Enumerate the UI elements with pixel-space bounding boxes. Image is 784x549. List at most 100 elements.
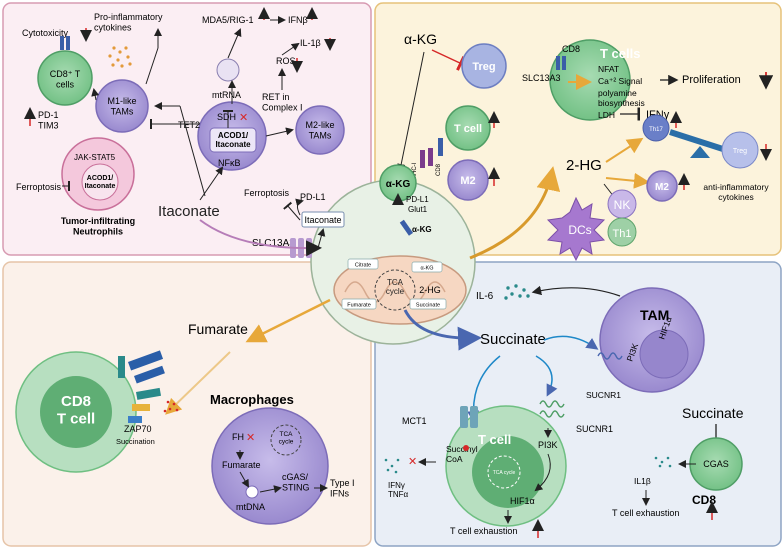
il6-label: IL-6 [476,291,494,302]
glut1-label: Glut1 [408,205,428,214]
t-cell-title: T cell [478,432,511,447]
macrophages-title: Macrophages [210,392,294,407]
treg-label: Treg [472,61,495,73]
cross-icon: ✕ [239,112,248,124]
m1-tams [95,79,149,133]
succinate-title: Succinate [480,331,546,348]
th1-cell [607,217,637,247]
tcr-receptors [118,350,165,423]
tca-cycle-ring [374,269,416,311]
m2b-label: M2 [655,182,669,193]
mtrna-label: mtRNA [212,90,241,100]
center-ferroptosis: Ferroptosis [244,188,290,198]
exhaustion-b-label: T cell exhaustion [612,508,679,518]
itaconate-title: Itaconate [158,203,220,220]
sucnr1-receptor [597,352,623,360]
succination-dots [163,400,179,413]
exhaustion-label: T cell exhaustion [450,526,517,536]
th1-label: Th1 [613,228,632,240]
nfat-label: NFAT [598,64,619,74]
treg-cell [461,43,507,89]
acod1-label: ACOD1/Itaconate [215,131,251,149]
il6-dots [504,284,530,300]
ca-signal: Ca⁺² Signal [598,76,642,86]
pi3k-b-label: PI3K [538,440,558,450]
cgas-sting: cGAS/STING [282,472,310,492]
treg2-label: Treg [733,148,747,155]
mhc1-label: MHC-I [412,162,418,180]
acod1-neutro: ACOD1/Itaconate [85,175,116,190]
t-cell-nucleus [472,436,544,508]
proliferation-label: Proliferation [682,74,741,86]
succinate-box: Succinate [416,303,440,309]
mda5-label: MDA5/RIG-1 [202,15,254,25]
akg-t-cell [445,105,491,151]
mct1-label: MCT1 [402,416,427,426]
cd8-nucleus [40,376,112,448]
cd8-t-cell [37,50,93,106]
center-pdl1: PD-L1 [300,192,326,202]
th17-label: Th17 [649,127,663,133]
sucnr1-tcell [539,400,565,418]
mtdna-label: mtDNA [236,502,265,512]
two-hg-title: 2-HG [566,157,602,174]
ldh-label: LDH [598,110,615,120]
sucnr1-label: SUCNR1 [586,390,621,400]
m2b-cell [646,170,678,202]
slc13a3-center: SLC13A3 [252,238,295,249]
sucnr1b-label: SUCNR1 [576,424,613,434]
slc13a3-label: SLC13A3 [522,73,561,83]
akg-in-label: α-KG [412,225,432,234]
cytokine-dots [384,458,400,474]
pdl1-right: PD-L1 [406,195,429,204]
itaconate-box: Itaconate [304,215,341,225]
dcs-label: DCs [568,223,591,237]
nfkb-label: NFκB [218,158,241,168]
il1b-b-label: IL1β [634,476,651,486]
ros-label: ROS [276,56,296,66]
cd8-label: CD8 [562,44,580,54]
citrate-box: Citrate [355,263,371,269]
cross-icon: ✕ [408,456,417,468]
fumarate-title: Fumarate [188,321,248,337]
t-cell-label: T cell [454,123,482,135]
center-2hg: 2-HG [419,285,441,295]
m2-tams [295,105,345,155]
cytotoxicity-label: Cytotoxicity [22,28,69,38]
sdh-label: SDH [217,112,236,122]
jak-stat5: JAK-STAT5 [74,153,116,162]
mct1-receptor [460,406,468,428]
akg-box: α-KG [421,266,434,272]
ferroptosis-label: Ferroptosis [16,182,62,192]
succination-label: Succination [116,437,155,446]
fh-label: FH [232,432,244,442]
hif1a-b-label: HIF1α [510,496,535,506]
succinate-b-title: Succinate [682,405,744,421]
tca-tcell: TCA cycle [493,470,516,476]
cross-icon: ✕ [246,432,255,444]
il1b-label: IL-1β [300,38,321,48]
nk-label: NK [614,198,631,212]
mtrna-icon [216,58,240,82]
m2-cell [447,159,489,201]
fumarate-macrophage [211,407,329,525]
th17-cell [642,114,670,142]
fumarate-box: Fumarate [347,303,371,309]
arrow-2hg [469,166,561,260]
fumarate-in-label: Fumarate [222,460,261,470]
zap70-label: ZAP70 [124,424,152,434]
